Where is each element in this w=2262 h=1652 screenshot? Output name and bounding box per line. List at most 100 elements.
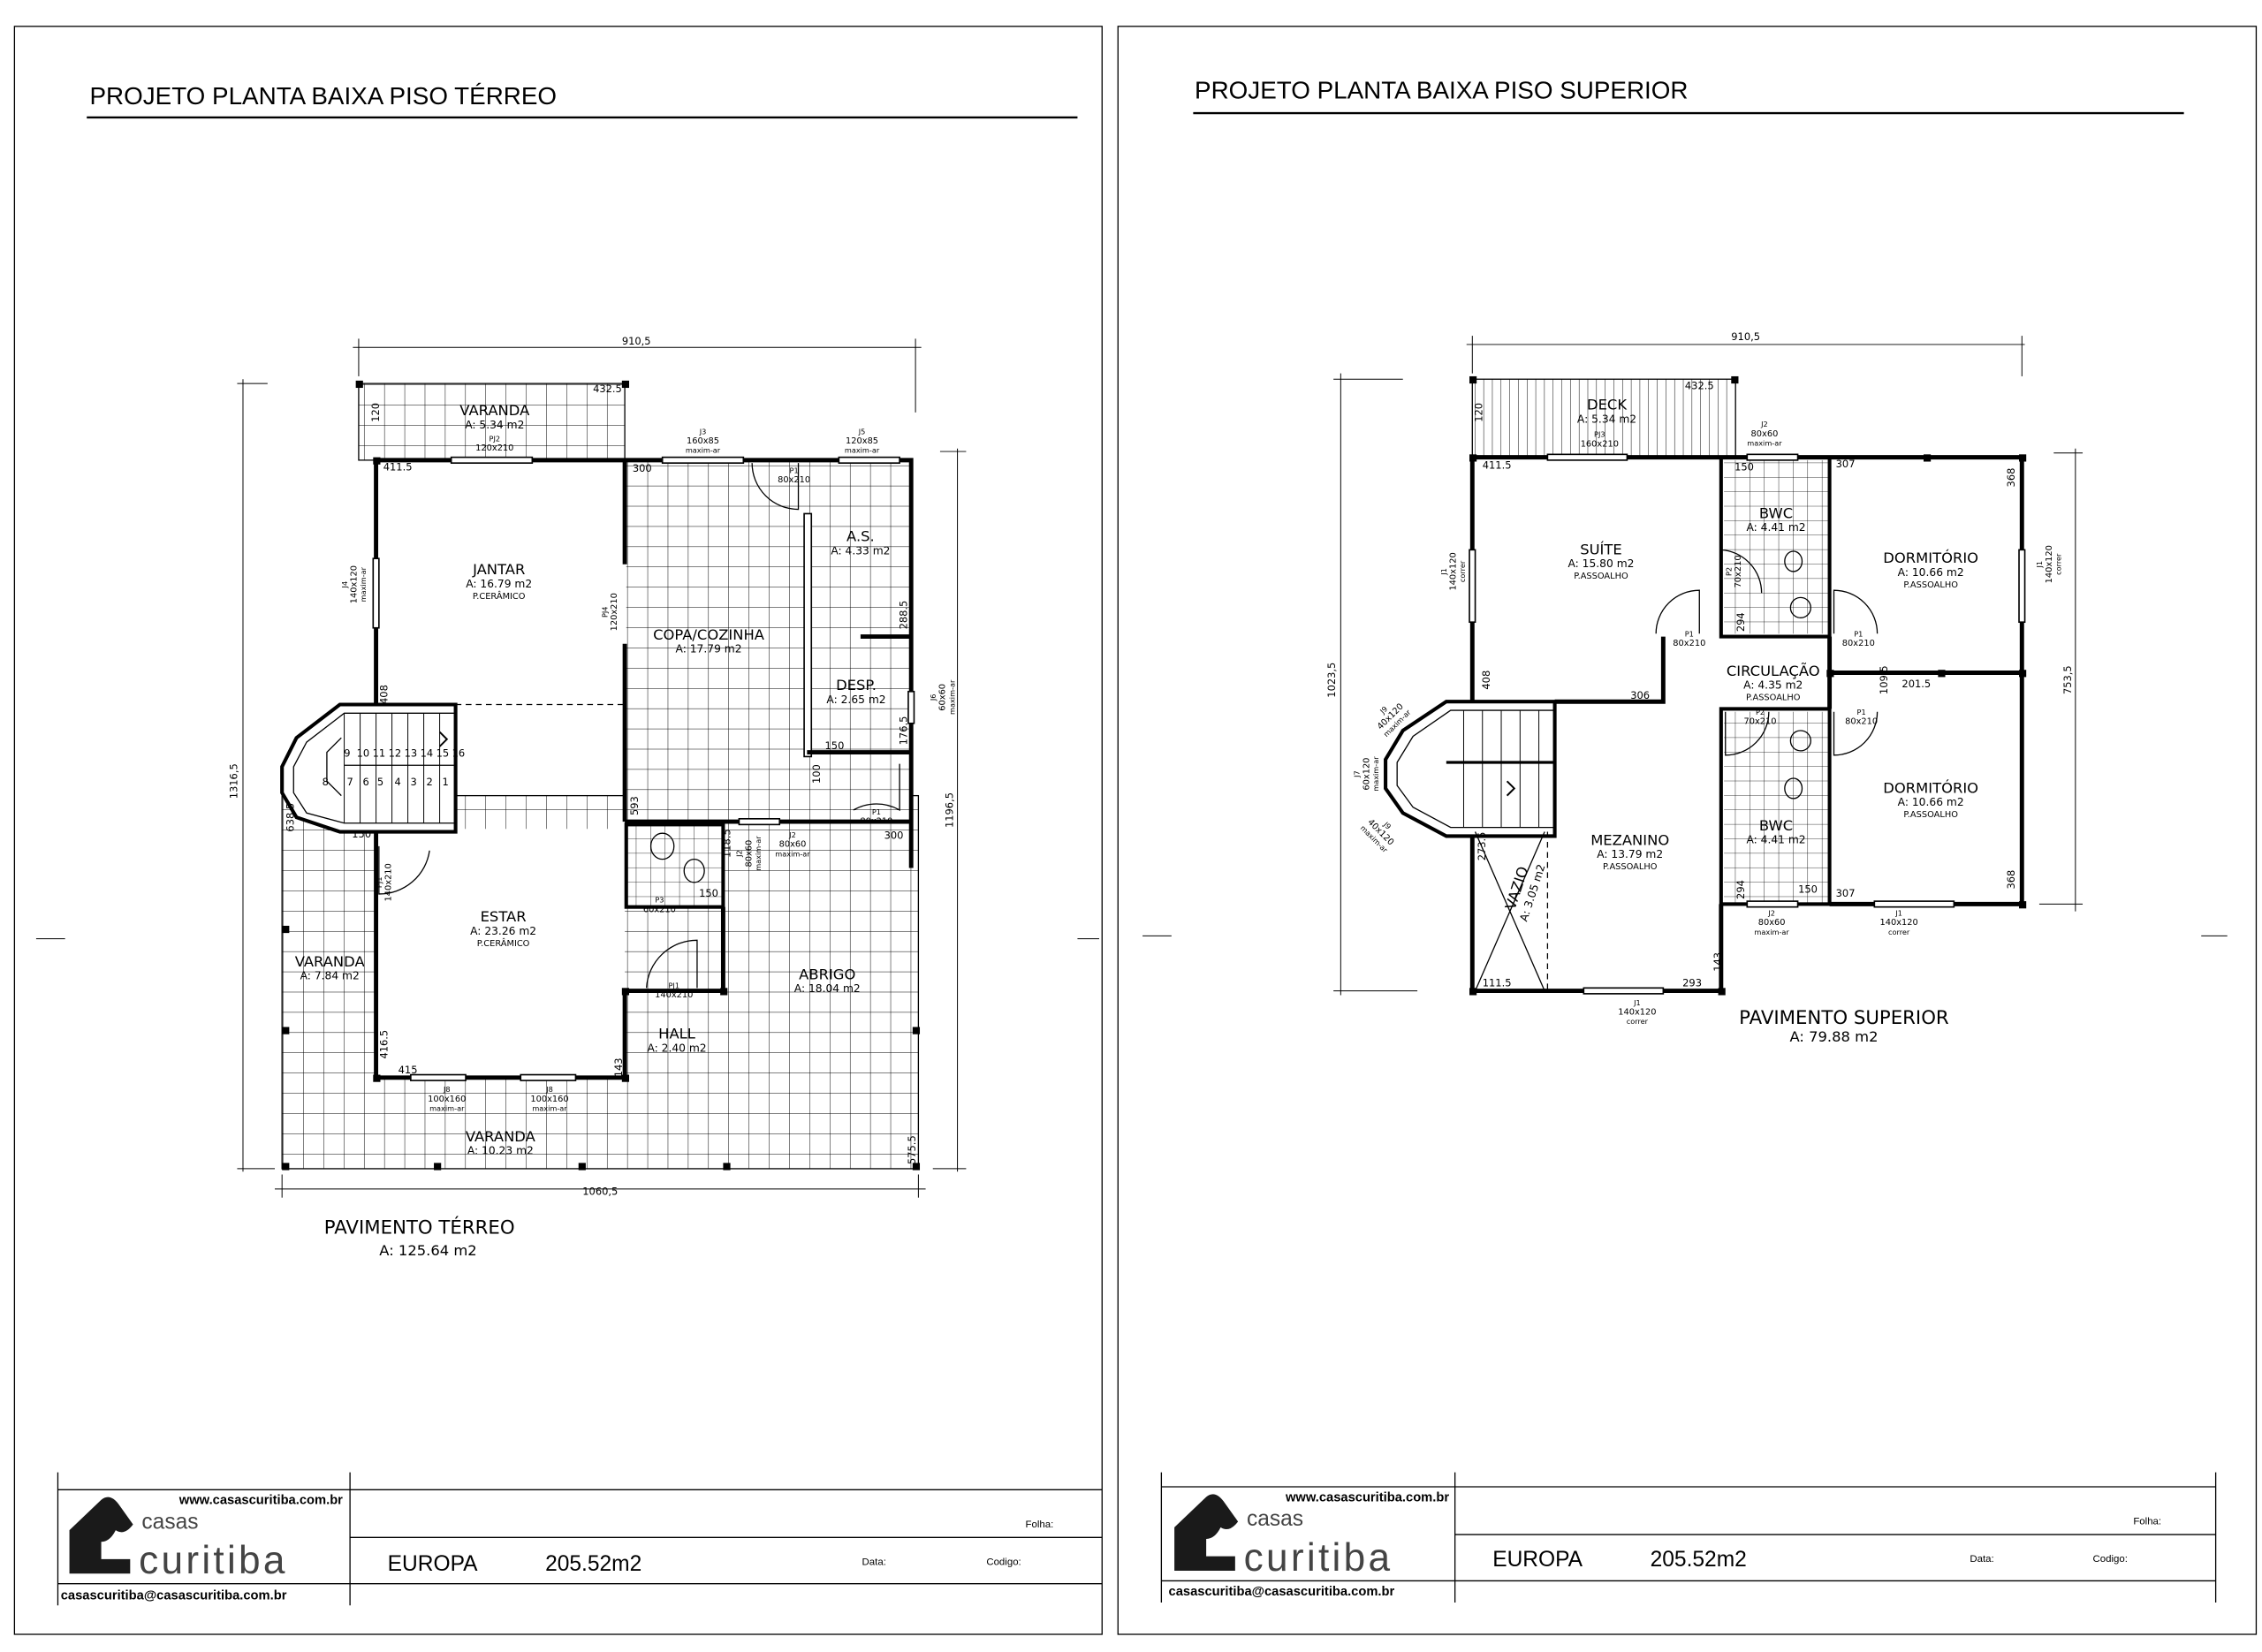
room-area: A: 2.40 m2 <box>647 1042 706 1054</box>
dimension-label: 1060,5 <box>582 1185 618 1197</box>
room-area: A: 23.26 m2 <box>470 925 536 937</box>
room-floor: P.ASSOALHO <box>1746 693 1801 703</box>
room-floor: P.ASSOALHO <box>1574 572 1628 581</box>
opening-code-tag: PJ1 <box>668 981 679 989</box>
dimension-label: 293 <box>1682 977 1702 989</box>
opening-size: 60x120 <box>1362 758 1371 791</box>
dimension-label: 593 <box>628 796 641 815</box>
room-floor: P.CERÂMICO <box>473 590 526 602</box>
dimension-label: 910,5 <box>1731 330 1760 343</box>
opening-size: 70x210 <box>1744 717 1777 727</box>
sheet-ground-floor: PROJETO PLANTA BAIXA PISO TÉRREO <box>13 26 1103 1635</box>
opening-code-tag: J8 <box>545 1085 553 1094</box>
dimension-label: 307 <box>1836 458 1856 470</box>
opening-size: 140x210 <box>655 990 693 1000</box>
opening-code-tag: J4 <box>340 581 349 589</box>
opening-code-tag: J1 <box>1894 908 1902 917</box>
opening-size: 80x210 <box>1842 639 1875 648</box>
dimension-label: 294 <box>1734 612 1747 632</box>
dimension-label: 150 <box>1734 460 1754 473</box>
room-area: A: 4.41 m2 <box>1746 521 1805 534</box>
opening-type: maxim-ar <box>359 566 368 602</box>
opening-code-tag: J7 <box>1353 770 1362 778</box>
dimension-label: 408 <box>1480 671 1492 690</box>
room-name: JANTAR <box>472 561 525 578</box>
opening-type: maxim-ar <box>532 1103 567 1112</box>
project-area: 205.52m2 <box>1651 1548 1747 1572</box>
dimension-lines <box>237 338 967 1198</box>
plan-name: PAVIMENTO TÉRREO <box>324 1216 515 1239</box>
dimension-label: 273.5 <box>1476 832 1488 861</box>
stair-step-number: 9 <box>344 746 350 759</box>
opening-size: 140x120 <box>349 565 359 603</box>
room-name: MEZANINO <box>1590 831 1669 848</box>
opening-size: 140x120 <box>2045 545 2054 583</box>
opening-size: 100x160 <box>428 1095 466 1104</box>
opening-code-tag: J2 <box>1760 420 1768 428</box>
room-name: VARANDA <box>295 953 366 970</box>
opening-size: 80x60 <box>1758 918 1786 928</box>
opening-size: 80x60 <box>744 840 754 868</box>
opening-code-tag: P3 <box>655 896 664 905</box>
dimension-label: 1023,5 <box>1325 663 1338 698</box>
room-name: ESTAR <box>481 908 527 925</box>
sheet-title: PROJETO PLANTA BAIXA PISO TÉRREO <box>89 82 557 110</box>
opening-code-tag: P1 <box>1857 708 1866 716</box>
logo-text-top: casas <box>141 1510 198 1534</box>
sheet-border <box>13 26 1103 1635</box>
title-block: casas curitiba www.casascuritiba.com.br … <box>1160 1472 2217 1603</box>
opening-code-tag: J6 <box>929 694 937 702</box>
opening-code-tag: J2 <box>788 830 796 839</box>
room-area: A: 17.79 m2 <box>676 643 742 655</box>
opening-type: maxim-ar <box>1747 439 1782 448</box>
opening-size: 120x85 <box>846 436 878 446</box>
stair-step-number: 8 <box>323 776 329 788</box>
opening-size: 140x120 <box>1880 918 1918 928</box>
logo-text-top: casas <box>1247 1507 1303 1531</box>
room-name: A.S. <box>846 528 875 545</box>
room-area: A: 4.35 m2 <box>1743 679 1803 692</box>
project-name: EUROPA <box>388 1552 478 1576</box>
sheet-border <box>1117 26 2258 1635</box>
opening-type: correr <box>1627 1017 1649 1026</box>
dimension-label: 415 <box>399 1064 418 1076</box>
dimension-label: 120 <box>369 403 382 422</box>
dimension-label: 432.5 <box>593 383 622 395</box>
dimension-label: 408 <box>378 685 391 704</box>
dimension-label: 368 <box>2005 870 2017 890</box>
sheet-upper-floor: PROJETO PLANTA BAIXA PISO SUPERIOR <box>1117 26 2258 1635</box>
stair-step-number: 11 <box>373 746 386 759</box>
stair-step-number: 10 <box>357 746 370 759</box>
dimension-label: 111.5 <box>1483 977 1512 989</box>
room-area: A: 2.65 m2 <box>826 693 885 706</box>
opening-type: correr <box>1888 928 1910 936</box>
dimension-label: 753,5 <box>2061 665 2074 694</box>
data-label: Data: <box>862 1557 886 1567</box>
opening-size: 120x210 <box>475 443 513 453</box>
dimension-label: 294 <box>1734 880 1747 899</box>
room-name: CIRCULAÇÃO <box>1727 663 1820 679</box>
dimension-label: 150 <box>1798 883 1818 895</box>
dimension-label: 411.5 <box>383 460 413 473</box>
ground-floor-plan <box>237 338 967 1198</box>
room-area: A: 5.34 m2 <box>465 419 524 431</box>
opening-code-tag: J1 <box>2035 561 2044 569</box>
opening-size: 140x120 <box>1448 552 1458 590</box>
opening-code-tag: P2 <box>1724 567 1733 576</box>
dimension-label: 416.5 <box>378 1030 391 1059</box>
opening-code-tag: PJ4 <box>600 606 609 618</box>
logo-text-bottom: curitiba <box>139 1539 288 1582</box>
room-name: SUÍTE <box>1580 541 1622 557</box>
upper-floor-plan <box>1333 336 2084 996</box>
dimension-label: 1196,5 <box>944 792 956 828</box>
room-name: ABRIGO <box>799 966 855 983</box>
folha-label: Folha: <box>2133 1517 2161 1527</box>
opening-size: 60x60 <box>938 684 948 711</box>
opening-type: maxim-ar <box>775 849 810 858</box>
opening-type: maxim-ar <box>1754 928 1789 936</box>
stair-step-number: 12 <box>389 746 402 759</box>
opening-type: maxim-ar <box>845 446 880 455</box>
room-floor: P.ASSOALHO <box>1603 862 1658 872</box>
opening-size: 140x210 <box>384 863 394 901</box>
